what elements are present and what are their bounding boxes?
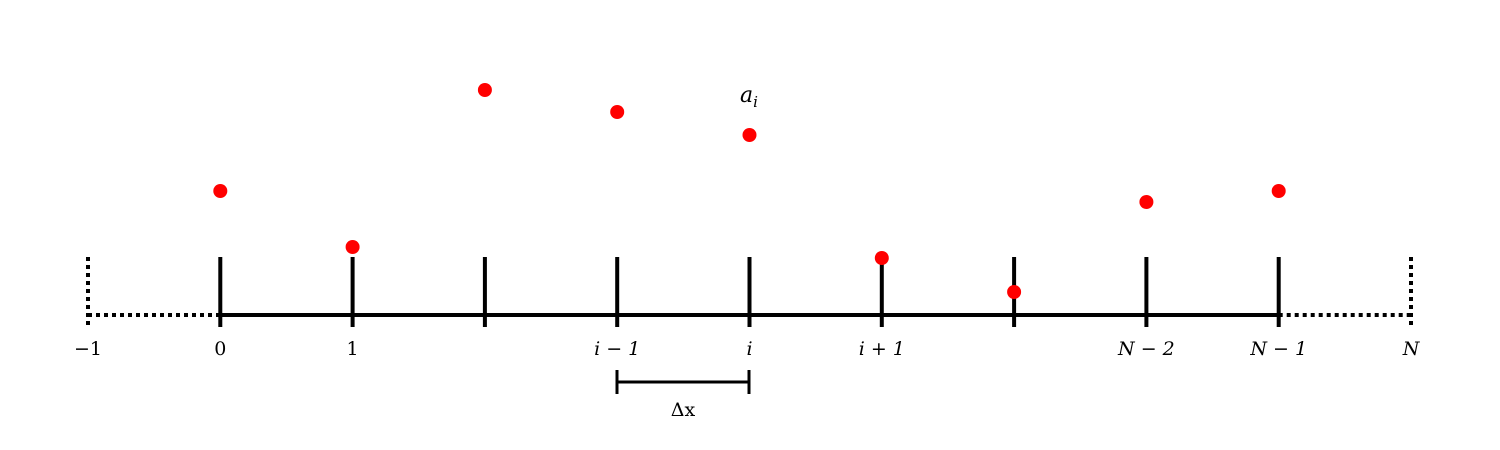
tick-label: i bbox=[746, 338, 752, 360]
grid-point bbox=[1139, 195, 1154, 209]
tick-label: i + 1 bbox=[859, 338, 905, 360]
spacing-indicator: Δx bbox=[615, 370, 751, 421]
point-layer bbox=[213, 83, 1286, 299]
grid-point bbox=[213, 184, 228, 198]
grid-point bbox=[610, 105, 625, 119]
tick-label-layer: −1 0 1 i − 1 i i + 1 N − 2 N − 1 N bbox=[74, 338, 1421, 360]
tick-layer bbox=[86, 257, 1413, 327]
grid-point bbox=[1007, 285, 1022, 299]
tick-label: i − 1 bbox=[594, 338, 640, 360]
grid-point bbox=[345, 240, 360, 254]
point-label-a-i: ai bbox=[740, 83, 758, 111]
spacing-label: Δx bbox=[671, 399, 696, 421]
tick-label: 0 bbox=[214, 338, 226, 360]
tick-label: N bbox=[1402, 338, 1421, 360]
grid-point bbox=[874, 251, 889, 265]
tick-label: N − 2 bbox=[1117, 338, 1175, 360]
grid-point bbox=[742, 128, 757, 142]
grid-point bbox=[477, 83, 492, 97]
tick-label: 1 bbox=[347, 338, 359, 360]
tick-label: N − 1 bbox=[1249, 338, 1307, 360]
tick-label: −1 bbox=[74, 338, 102, 360]
grid-point bbox=[1271, 184, 1286, 198]
